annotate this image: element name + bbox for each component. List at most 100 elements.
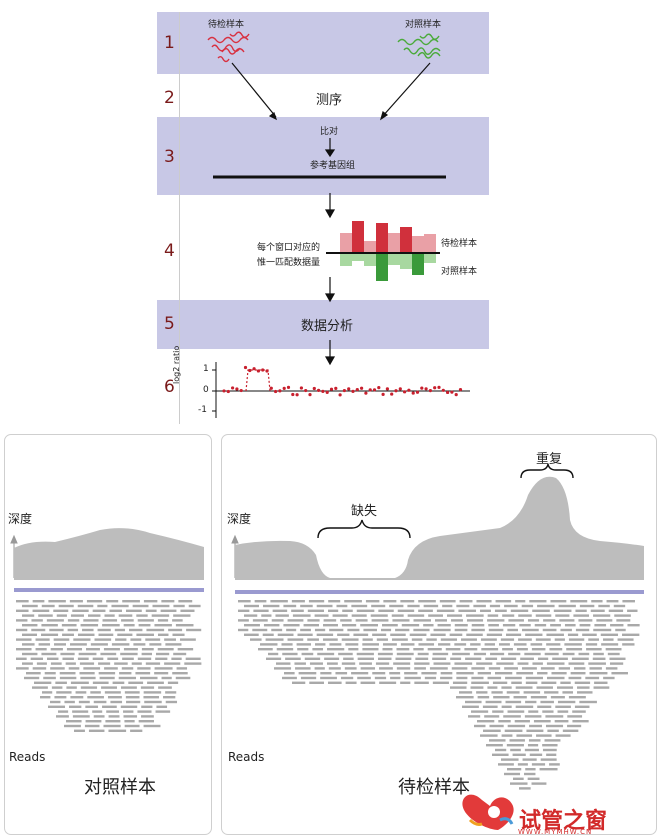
read-dash	[562, 729, 579, 732]
read-dash	[404, 672, 418, 675]
read-dash	[533, 720, 551, 723]
read-dash	[84, 724, 100, 728]
read-dash	[491, 691, 503, 694]
ratio-point	[334, 386, 338, 390]
read-dash	[593, 686, 610, 689]
read-dash	[601, 643, 619, 646]
read-dash	[407, 604, 420, 608]
read-dash	[616, 619, 631, 622]
read-dash	[507, 628, 518, 632]
read-dash	[359, 662, 372, 665]
read-dash	[515, 686, 533, 689]
read-dash	[505, 676, 522, 680]
read-dash	[137, 667, 151, 670]
read-dash	[579, 604, 595, 608]
read-dash	[41, 633, 59, 636]
read-dash	[501, 686, 512, 689]
ratio-point	[317, 388, 321, 392]
read-dash	[119, 672, 132, 675]
read-dash	[307, 638, 319, 641]
read-dash	[154, 667, 173, 670]
read-dash	[573, 614, 590, 617]
read-dash	[429, 667, 448, 670]
read-dash	[16, 600, 29, 603]
read-dash	[138, 720, 154, 723]
read-dash	[16, 628, 28, 632]
read-dash	[432, 657, 447, 660]
read-dash	[48, 705, 66, 708]
step-number-6: 6	[164, 377, 175, 397]
read-dash	[309, 662, 323, 665]
read-dash	[54, 643, 66, 646]
read-dash	[157, 648, 174, 651]
read-dash	[528, 739, 541, 742]
read-dash	[426, 638, 437, 641]
read-dash	[546, 676, 565, 680]
step3-band	[157, 117, 489, 195]
ratio-point	[437, 385, 441, 389]
read-dash	[516, 648, 528, 651]
read-dash	[519, 624, 531, 627]
read-dash	[340, 676, 354, 680]
read-dash	[383, 600, 397, 603]
read-dash	[140, 676, 158, 680]
read-dash	[594, 624, 607, 627]
step-number-3: 3	[164, 147, 175, 167]
read-dash	[559, 619, 575, 622]
read-dash	[140, 686, 155, 689]
read-dash	[598, 604, 610, 608]
read-dash	[451, 667, 468, 670]
read-dash	[473, 652, 487, 656]
read-dash	[180, 609, 195, 612]
read-dash	[261, 614, 272, 617]
read-dash	[120, 705, 138, 708]
read-dash	[611, 672, 628, 675]
read-dash	[314, 667, 325, 670]
read-dash	[537, 604, 555, 608]
read-dash	[400, 600, 415, 603]
read-dash	[504, 729, 523, 732]
read-dash	[553, 609, 572, 612]
read-dash	[446, 614, 463, 617]
read-dash	[16, 619, 28, 622]
read-dash	[496, 662, 514, 665]
read-dash	[252, 628, 268, 632]
window-label-line1: 每个窗口对应的	[257, 243, 321, 253]
ratio-point	[364, 391, 368, 395]
read-dash	[320, 672, 332, 675]
ratio-point	[312, 386, 316, 391]
read-dash	[51, 686, 63, 689]
read-dash	[102, 619, 118, 622]
read-dash	[509, 739, 525, 742]
read-dash	[35, 648, 47, 651]
ratio-point	[226, 389, 230, 394]
ytick-0: 0	[203, 385, 209, 395]
read-dash	[69, 705, 82, 708]
read-dash	[389, 604, 404, 608]
read-dash	[282, 652, 298, 656]
read-dash	[438, 643, 451, 646]
read-dash	[258, 648, 273, 651]
read-dash	[108, 715, 120, 718]
read-dash	[77, 657, 89, 660]
read-dash	[445, 648, 461, 651]
read-dash	[292, 614, 311, 617]
read-dash	[525, 700, 537, 704]
read-dash	[69, 600, 83, 603]
ratio-point	[321, 389, 325, 394]
read-dash	[391, 638, 408, 641]
read-dash	[542, 744, 558, 747]
read-dash	[473, 604, 486, 608]
read-dash	[61, 624, 77, 627]
read-dash	[130, 729, 143, 732]
read-dash	[244, 614, 258, 617]
read-dash	[506, 744, 524, 747]
read-dash	[152, 604, 170, 608]
read-dash	[124, 691, 140, 694]
ratio-point	[278, 389, 282, 393]
ratio-point	[222, 389, 226, 393]
read-dash	[323, 619, 337, 622]
read-dash	[401, 624, 420, 627]
read-dash	[477, 672, 491, 675]
read-dash	[577, 691, 593, 694]
